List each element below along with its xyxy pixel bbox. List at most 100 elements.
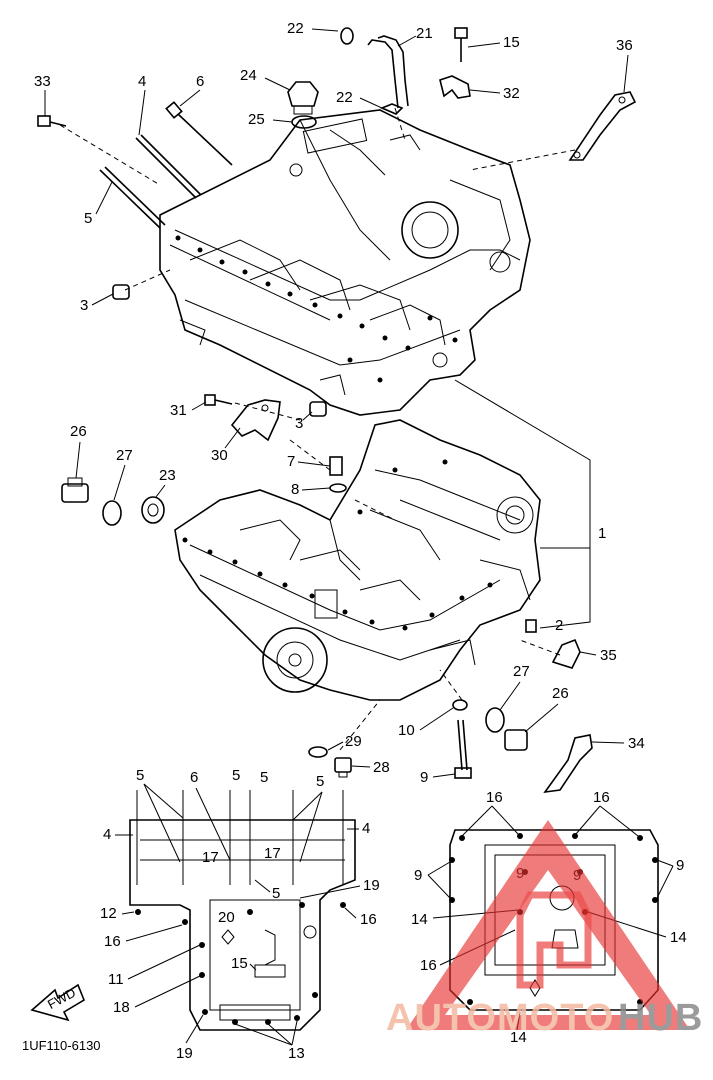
label-31: 31 [170, 402, 187, 419]
label-b5e: 5 [272, 885, 280, 902]
label-28: 28 [373, 759, 390, 776]
clip-22-mid [379, 103, 404, 115]
dowel-3-upper [112, 284, 130, 300]
label-36: 36 [616, 37, 633, 54]
label-22-mid: 22 [336, 89, 353, 106]
fwd-label: FWD [45, 985, 78, 1012]
label-b17a: 17 [202, 849, 219, 866]
label-25: 25 [248, 111, 265, 128]
label-10: 10 [398, 722, 415, 739]
label-r9d: 9 [676, 857, 684, 874]
plug-28 [334, 757, 352, 778]
label-29: 29 [345, 733, 362, 750]
label-8: 8 [291, 481, 299, 498]
bolt-9 [454, 719, 472, 779]
watermark-auto: AUTO [386, 997, 497, 1039]
lower-case-top-view [129, 790, 356, 1031]
plug-26-right [504, 729, 528, 751]
doc-code: 1UF110-6130 [22, 1038, 101, 1053]
label-30: 30 [211, 447, 228, 464]
label-33: 33 [34, 73, 51, 90]
label-r9a: 9 [414, 867, 422, 884]
label-27-left: 27 [116, 447, 133, 464]
label-9-mid: 9 [420, 769, 428, 786]
callouts-upper: 22 21 15 36 33 4 6 24 22 32 25 5 3 31 3 … [34, 20, 633, 501]
label-23: 23 [159, 467, 176, 484]
label-4-top: 4 [138, 73, 146, 90]
washer-10 [452, 699, 468, 711]
label-b15: 15 [231, 955, 248, 972]
watermark-hub: HUB [618, 997, 703, 1039]
label-3-upper: 3 [80, 297, 88, 314]
o-ring-8 [329, 483, 347, 493]
watermark-triangle-icon [406, 820, 690, 1030]
callouts-bottom-left: 5 6 5 5 5 4 4 17 17 5 19 12 20 16 16 15 … [100, 767, 380, 1062]
label-5-top: 5 [84, 210, 92, 227]
label-2: 2 [555, 617, 563, 634]
bracket-36 [568, 91, 637, 161]
label-7: 7 [287, 453, 295, 470]
plug-26-left [61, 477, 89, 503]
stud-4 [135, 134, 202, 199]
bracket-34 [543, 734, 593, 794]
watermark-moto: MOTO [497, 997, 614, 1039]
label-6-top: 6 [196, 73, 204, 90]
label-b19b: 19 [176, 1045, 193, 1062]
label-3-mid: 3 [295, 415, 303, 432]
bolt-6 [165, 101, 233, 166]
o-ring-29 [308, 746, 328, 758]
dowel-2 [525, 619, 537, 633]
label-r14c: 14 [510, 1029, 527, 1046]
label-b4b: 4 [362, 820, 370, 837]
bolt-33 [37, 115, 67, 127]
assembly-lines [59, 107, 576, 751]
clip-22-top [340, 27, 354, 45]
seal-23 [141, 496, 165, 524]
label-r14a: 14 [411, 911, 428, 928]
lower-crankcase [174, 419, 541, 701]
label-b5d: 5 [316, 773, 324, 790]
label-b5b: 5 [232, 767, 240, 784]
label-b5c: 5 [260, 769, 268, 786]
label-15-top: 15 [503, 34, 520, 51]
bolt-15-top [454, 27, 468, 62]
label-b20: 20 [218, 909, 235, 926]
label-26-right: 26 [552, 685, 569, 702]
label-26-left: 26 [70, 423, 87, 440]
hose-21 [367, 35, 409, 109]
label-34: 34 [628, 735, 645, 752]
label-b5a: 5 [136, 767, 144, 784]
o-ring-27-right [485, 707, 505, 733]
label-21: 21 [416, 25, 433, 42]
label-r16b: 16 [593, 789, 610, 806]
o-ring-25 [291, 115, 317, 129]
label-b12: 12 [100, 905, 117, 922]
label-b16a: 16 [360, 911, 377, 928]
label-24: 24 [240, 67, 257, 84]
label-27-right: 27 [513, 663, 530, 680]
label-32: 32 [503, 85, 520, 102]
label-b4a: 4 [103, 826, 111, 843]
label-35: 35 [600, 647, 617, 664]
stud-5 [99, 166, 166, 229]
dowel-7 [329, 456, 343, 476]
label-b11: 11 [108, 971, 124, 988]
bracket-32 [439, 75, 471, 99]
label-1: 1 [598, 525, 606, 542]
fwd-arrow-icon: FWD [30, 983, 85, 1022]
bolt-31 [204, 394, 233, 406]
label-b6: 6 [190, 769, 198, 786]
label-b16b: 16 [104, 933, 121, 950]
o-ring-27-left [102, 500, 122, 526]
label-r14b: 14 [670, 929, 687, 946]
label-b13: 13 [288, 1045, 305, 1062]
label-b18: 18 [113, 999, 130, 1016]
bracket-30 [230, 399, 281, 442]
filler-cap-24 [287, 81, 319, 115]
upper-crankcase [159, 109, 531, 416]
bracket-35 [551, 638, 581, 669]
label-b19a: 19 [363, 877, 380, 894]
automotohub-watermark: AUTO MOTO HUB [386, 820, 703, 1039]
label-b17b: 17 [264, 845, 281, 862]
